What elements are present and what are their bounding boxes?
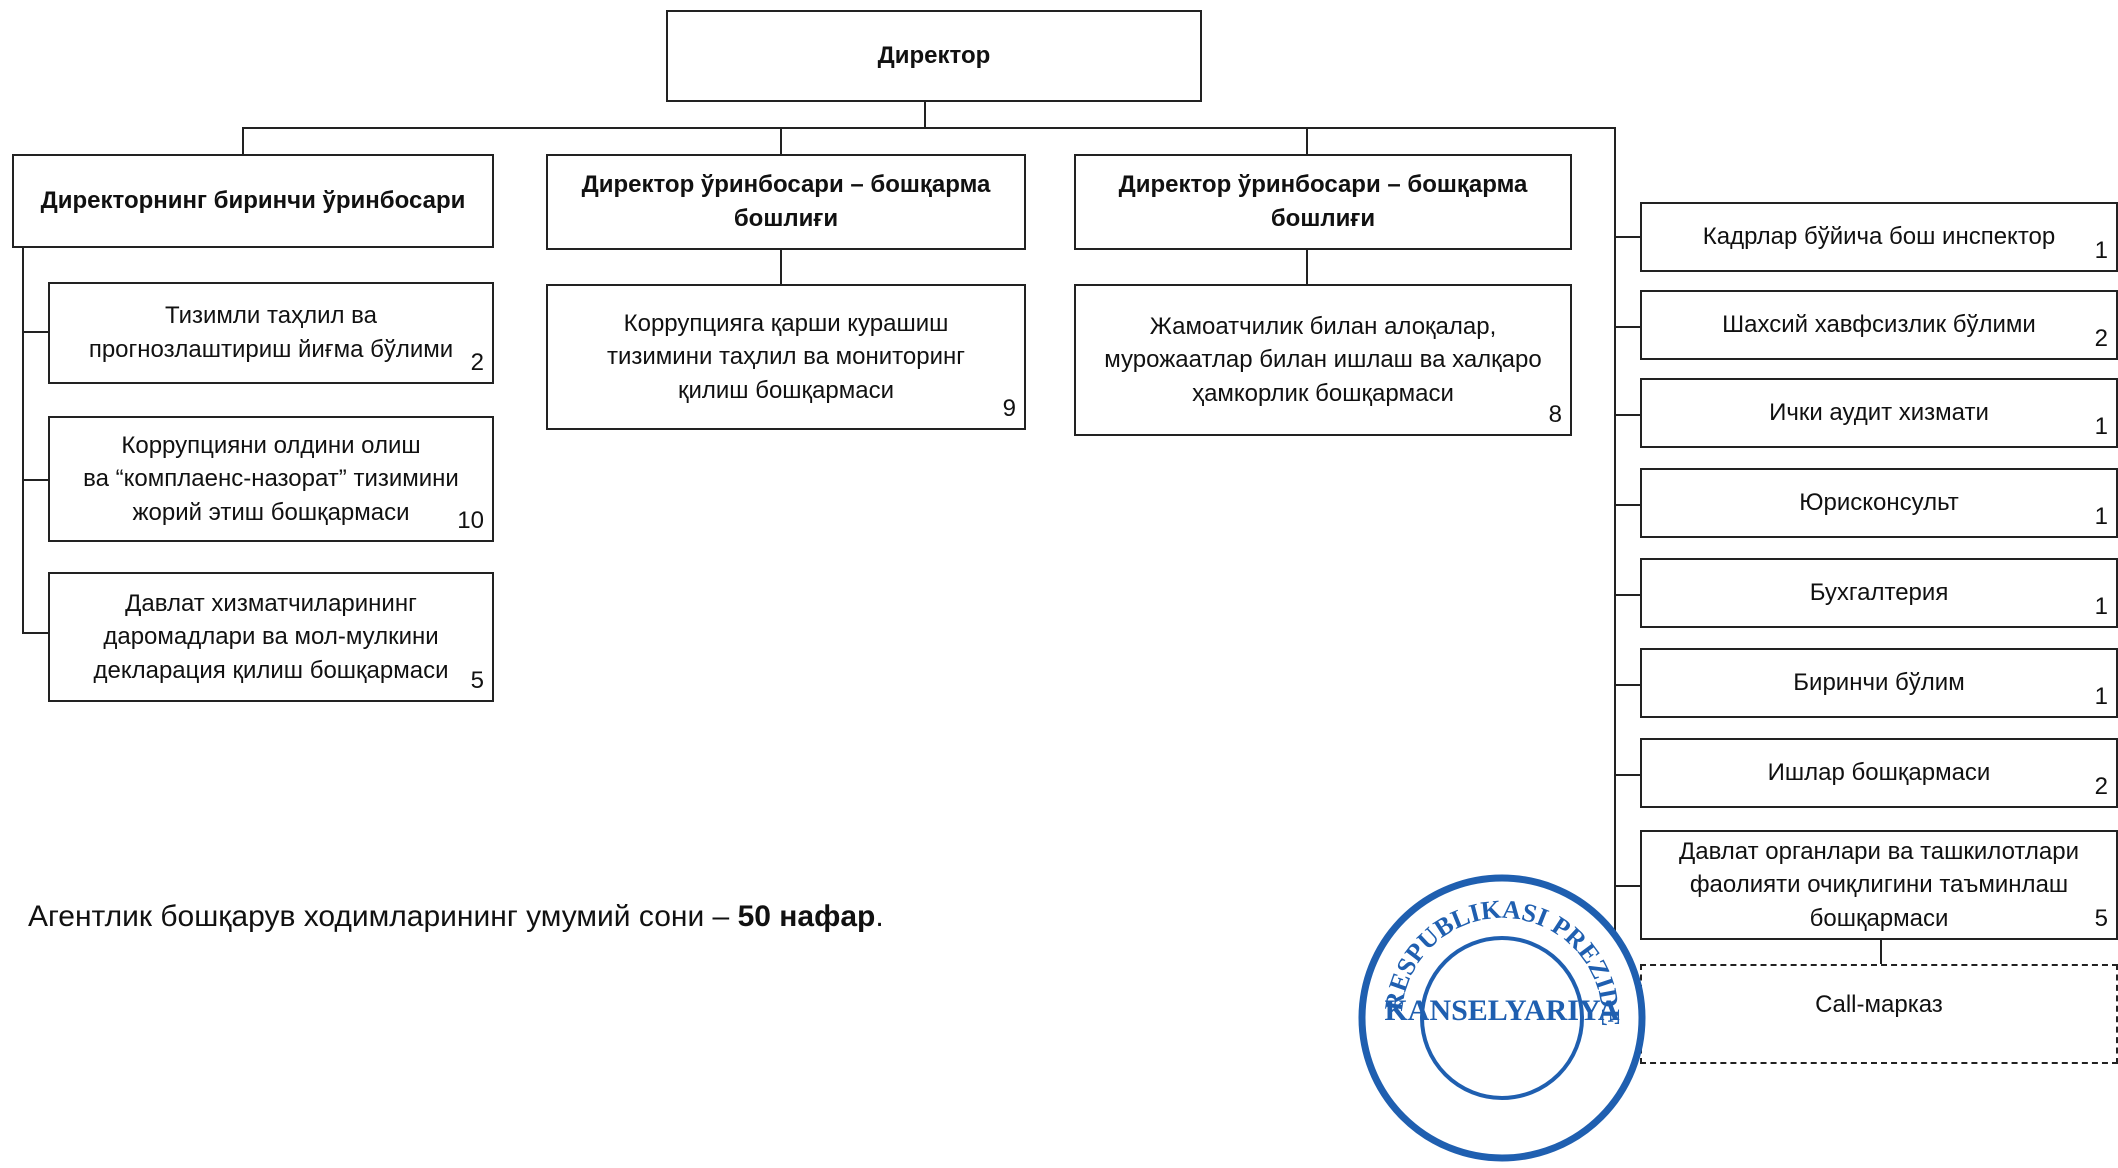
connector-right-tick xyxy=(1614,594,1640,596)
unit-label: Давлат хизматчиларининг даромадлари ва м… xyxy=(93,589,449,684)
deputy-box-1: Директорнинг биринчи ўринбосари xyxy=(12,154,494,248)
connector-left-tick xyxy=(22,479,48,481)
unit-label: Жамоатчилик билан алоқалар, мурожаатлар … xyxy=(1104,312,1542,407)
connector-top-bus xyxy=(242,127,1616,129)
connector-right-unit xyxy=(1306,249,1308,285)
unit-label: Шахсий хавфсизлик бўлими xyxy=(1722,311,2036,339)
right-unit-box: Ички аудит хизмати 1 xyxy=(1640,378,2118,448)
connector-deputy-3 xyxy=(1306,127,1308,155)
staff-count: 1 xyxy=(2094,593,2108,621)
unit-label: Давлат органлари ва ташкилотлари фаолият… xyxy=(1679,837,2079,932)
staff-count: 1 xyxy=(2094,237,2108,265)
deputy-label: Директорнинг биринчи ўринбосари xyxy=(40,187,466,215)
unit-label: Кадрлар бўйича бош инспектор xyxy=(1702,223,2056,251)
connector-call-center xyxy=(1880,940,1882,964)
director-label: Директор xyxy=(877,42,991,70)
deputy-label: Директор ўринбосари – бошқарма бошлиғи xyxy=(1118,171,1528,232)
unit-box: Тизимли таҳлил ва прогнозлаштириш йиғма … xyxy=(48,282,494,384)
connector-right-tick xyxy=(1614,684,1640,686)
unit-label: Ишлар бошқармаси xyxy=(1767,759,1991,787)
right-unit-box: Биринчи бўлим 1 xyxy=(1640,648,2118,718)
connector-middle-unit xyxy=(780,249,782,285)
connector-deputy-1 xyxy=(242,127,244,155)
deputy-box-3: Директор ўринбосари – бошқарма бошлиғи xyxy=(1074,154,1572,250)
deputy-box-2: Директор ўринбосари – бошқарма бошлиғи xyxy=(546,154,1026,250)
connector-right-tick xyxy=(1614,236,1640,238)
call-center-box: Call-марказ xyxy=(1640,964,2118,1064)
unit-label: Тизимли таҳлил ва прогнозлаштириш йиғма … xyxy=(88,302,454,363)
right-unit-box: Кадрлар бўйича бош инспектор 1 xyxy=(1640,202,2118,272)
official-stamp: RESPUBLIKASI PREZIDENTI ADMIN KANSELYARI… xyxy=(1352,868,1646,1162)
connector-deputy-2 xyxy=(780,127,782,155)
total-staff-note: Агентлик бошқарув ходимларининг умумий с… xyxy=(28,900,884,934)
unit-label: Коррупцияга қарши курашиш тизимини таҳли… xyxy=(606,309,966,404)
connector-right-bus xyxy=(1614,127,1616,940)
staff-count: 9 xyxy=(1002,395,1016,423)
unit-label: Коррупцияни олдини олиш ва “комплаенс-на… xyxy=(83,431,459,526)
staff-count: 2 xyxy=(470,349,484,377)
right-unit-box: Давлат органлари ва ташкилотлари фаолият… xyxy=(1640,830,2118,940)
unit-box: Коррупцияга қарши курашиш тизимини таҳли… xyxy=(546,284,1026,430)
right-unit-box: Шахсий хавфсизлик бўлими 2 xyxy=(1640,290,2118,360)
deputy-label: Директор ўринбосари – бошқарма бошлиғи xyxy=(581,171,991,232)
staff-count: 8 xyxy=(1548,401,1562,429)
connector-right-tick xyxy=(1614,326,1640,328)
director-box: Директор xyxy=(666,10,1202,102)
connector-right-tick xyxy=(1614,885,1640,887)
unit-box: Коррупцияни олдини олиш ва “комплаенс-на… xyxy=(48,416,494,542)
connector-left-tick xyxy=(22,632,48,634)
total-staff-text: Агентлик бошқарув ходимларининг умумий с… xyxy=(28,900,738,933)
staff-count: 10 xyxy=(457,507,484,535)
connector-left-bus xyxy=(22,246,24,633)
connector-left-tick xyxy=(22,331,48,333)
right-unit-box: Юрисконсульт 1 xyxy=(1640,468,2118,538)
staff-count: 1 xyxy=(2094,503,2108,531)
stamp-center-text: KANSELYARIYA xyxy=(1384,994,1619,1027)
staff-count: 2 xyxy=(2094,773,2108,801)
unit-box: Давлат хизматчиларининг даромадлари ва м… xyxy=(48,572,494,702)
total-staff-end: . xyxy=(875,900,884,933)
unit-label: Бухгалтерия xyxy=(1809,579,1949,607)
staff-count: 2 xyxy=(2094,325,2108,353)
right-unit-box: Ишлар бошқармаси 2 xyxy=(1640,738,2118,808)
unit-label: Юрисконсульт xyxy=(1799,489,1959,517)
org-chart: Директор Директорнинг биринчи ўринбосари… xyxy=(12,10,2118,1162)
connector-right-tick xyxy=(1614,414,1640,416)
connector-right-tick xyxy=(1614,774,1640,776)
unit-label: Ички аудит хизмати xyxy=(1769,399,1989,427)
staff-count: 1 xyxy=(2094,413,2108,441)
total-staff-value: 50 нафар xyxy=(737,900,876,933)
unit-box: Жамоатчилик билан алоқалар, мурожаатлар … xyxy=(1074,284,1572,436)
connector-right-tick xyxy=(1614,504,1640,506)
unit-label: Биринчи бўлим xyxy=(1793,669,1965,697)
unit-label: Call-марказ xyxy=(1815,991,1943,1018)
staff-count: 5 xyxy=(470,667,484,695)
right-unit-box: Бухгалтерия 1 xyxy=(1640,558,2118,628)
staff-count: 5 xyxy=(2094,905,2108,933)
connector-director-down xyxy=(924,102,926,128)
staff-count: 1 xyxy=(2094,683,2108,711)
